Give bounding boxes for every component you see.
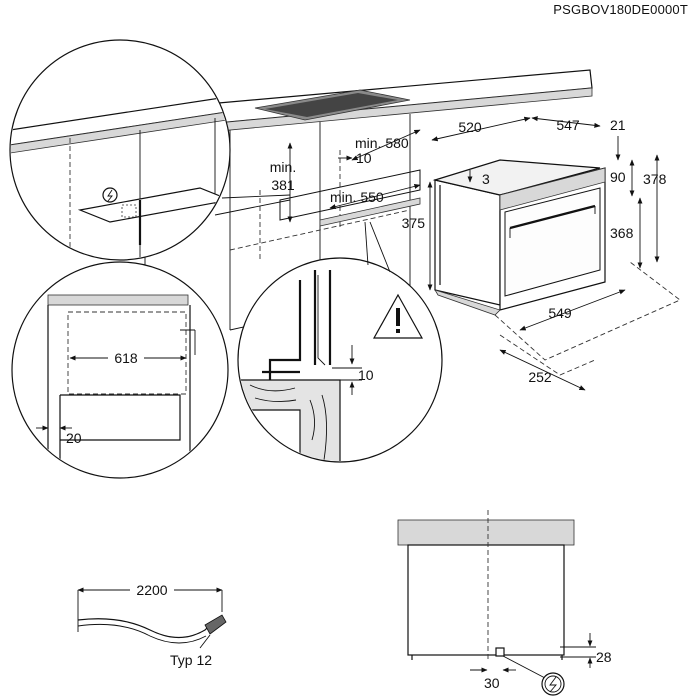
- detail-circle-width: 618 20: [11, 261, 229, 479]
- dim-10-detail: 10: [358, 367, 374, 383]
- dim-30: 30: [484, 675, 500, 691]
- electric-connection-icon-front: [541, 672, 565, 696]
- detail-circle-socket: [9, 39, 231, 261]
- dim-547: 547: [556, 117, 580, 133]
- dim-252: 252: [528, 369, 552, 385]
- electric-connection-icon: [102, 187, 118, 203]
- dim-28: 28: [596, 649, 612, 665]
- detail-circle-warning: 10: [237, 257, 443, 463]
- dim-min-580: min. 580: [355, 135, 409, 151]
- dim-10-top: 10: [356, 150, 372, 166]
- dim-378: 378: [643, 171, 667, 187]
- dim-381: 381: [271, 177, 295, 193]
- dim-min-550: min. 550: [330, 189, 384, 205]
- document-code: PSGBOV180DE0000T: [553, 2, 688, 17]
- warning-icon: [372, 293, 424, 339]
- front-view-cabinet: 28 30: [397, 510, 612, 696]
- dim-90: 90: [610, 169, 626, 185]
- power-cable: 2200 Typ 12: [77, 581, 227, 668]
- oven-unit: 520 547 21 3 375 90 378 368 549 252: [402, 116, 681, 391]
- dim-3: 3: [482, 171, 490, 187]
- cable-type-label: Typ 12: [170, 652, 212, 668]
- dim-368: 368: [610, 225, 634, 241]
- dim-2200: 2200: [136, 582, 167, 598]
- dim-549: 549: [548, 305, 572, 321]
- dim-21: 21: [610, 117, 626, 133]
- dim-618: 618: [114, 350, 138, 366]
- dim-20: 20: [66, 430, 82, 446]
- dim-min-label: min.: [270, 159, 296, 175]
- dim-520: 520: [458, 119, 482, 135]
- dim-375: 375: [402, 215, 426, 231]
